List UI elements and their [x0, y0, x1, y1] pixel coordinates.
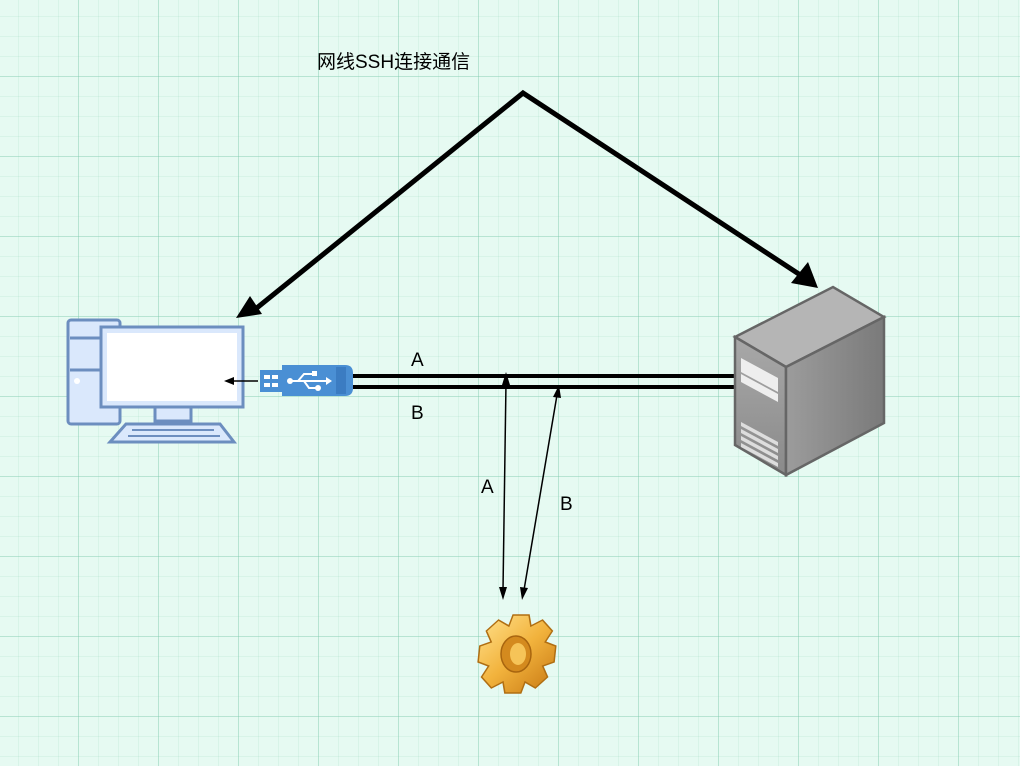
- device-link-label-b: B: [560, 494, 573, 515]
- ssh-link-line: [251, 89, 813, 313]
- ssh-link-arrows: [236, 89, 818, 318]
- device-link-b: [520, 385, 561, 600]
- wire-label-a: A: [411, 350, 424, 371]
- server-tower-icon[interactable]: [732, 285, 887, 478]
- gear-icon[interactable]: [475, 614, 559, 694]
- arrowhead-right: [791, 262, 818, 288]
- ssh-link-title: 网线SSH连接通信: [317, 52, 471, 73]
- usb-to-computer-arrow: [224, 377, 258, 385]
- desktop-computer-icon[interactable]: [66, 318, 245, 444]
- usb-connector-icon[interactable]: [260, 365, 353, 396]
- wire-label-b: B: [411, 403, 424, 424]
- arrowhead-left: [236, 296, 262, 318]
- device-link-label-a: A: [481, 477, 494, 498]
- device-link-a: [499, 372, 510, 600]
- wire-pair: [353, 374, 736, 389]
